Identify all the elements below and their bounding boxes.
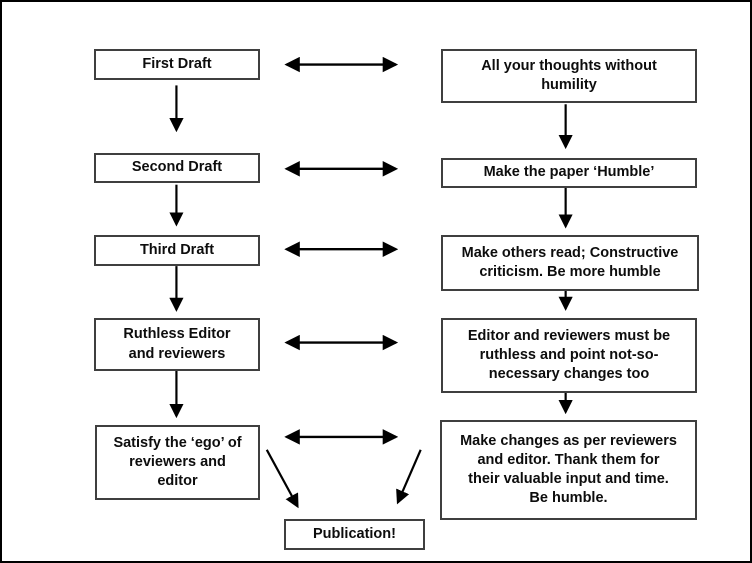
box-second-draft: Second Draft — [94, 153, 260, 183]
arrow-left-to-publication — [265, 449, 299, 509]
box-ruthless-editor-and-reviewers: Ruthless Editor and reviewers — [94, 318, 260, 371]
box-publication: Publication! — [284, 519, 425, 550]
box-first-draft: First Draft — [94, 49, 260, 80]
box-make-others-read: Make others read; Constructive criticism… — [441, 235, 699, 291]
arrow-right-to-publication — [396, 449, 422, 505]
box-editor-reviewers-ruthless: Editor and reviewers must be ruthless an… — [441, 318, 697, 393]
box-third-draft: Third Draft — [94, 235, 260, 266]
box-thoughts-without-humility: All your thoughts without humility — [441, 49, 697, 103]
box-satisfy-ego-of-reviewers: Satisfy the ‘ego’ of reviewers and edito… — [95, 425, 260, 500]
box-make-changes-thank-reviewers: Make changes as per reviewers and editor… — [440, 420, 697, 520]
box-make-paper-humble: Make the paper ‘Humble’ — [441, 158, 697, 188]
